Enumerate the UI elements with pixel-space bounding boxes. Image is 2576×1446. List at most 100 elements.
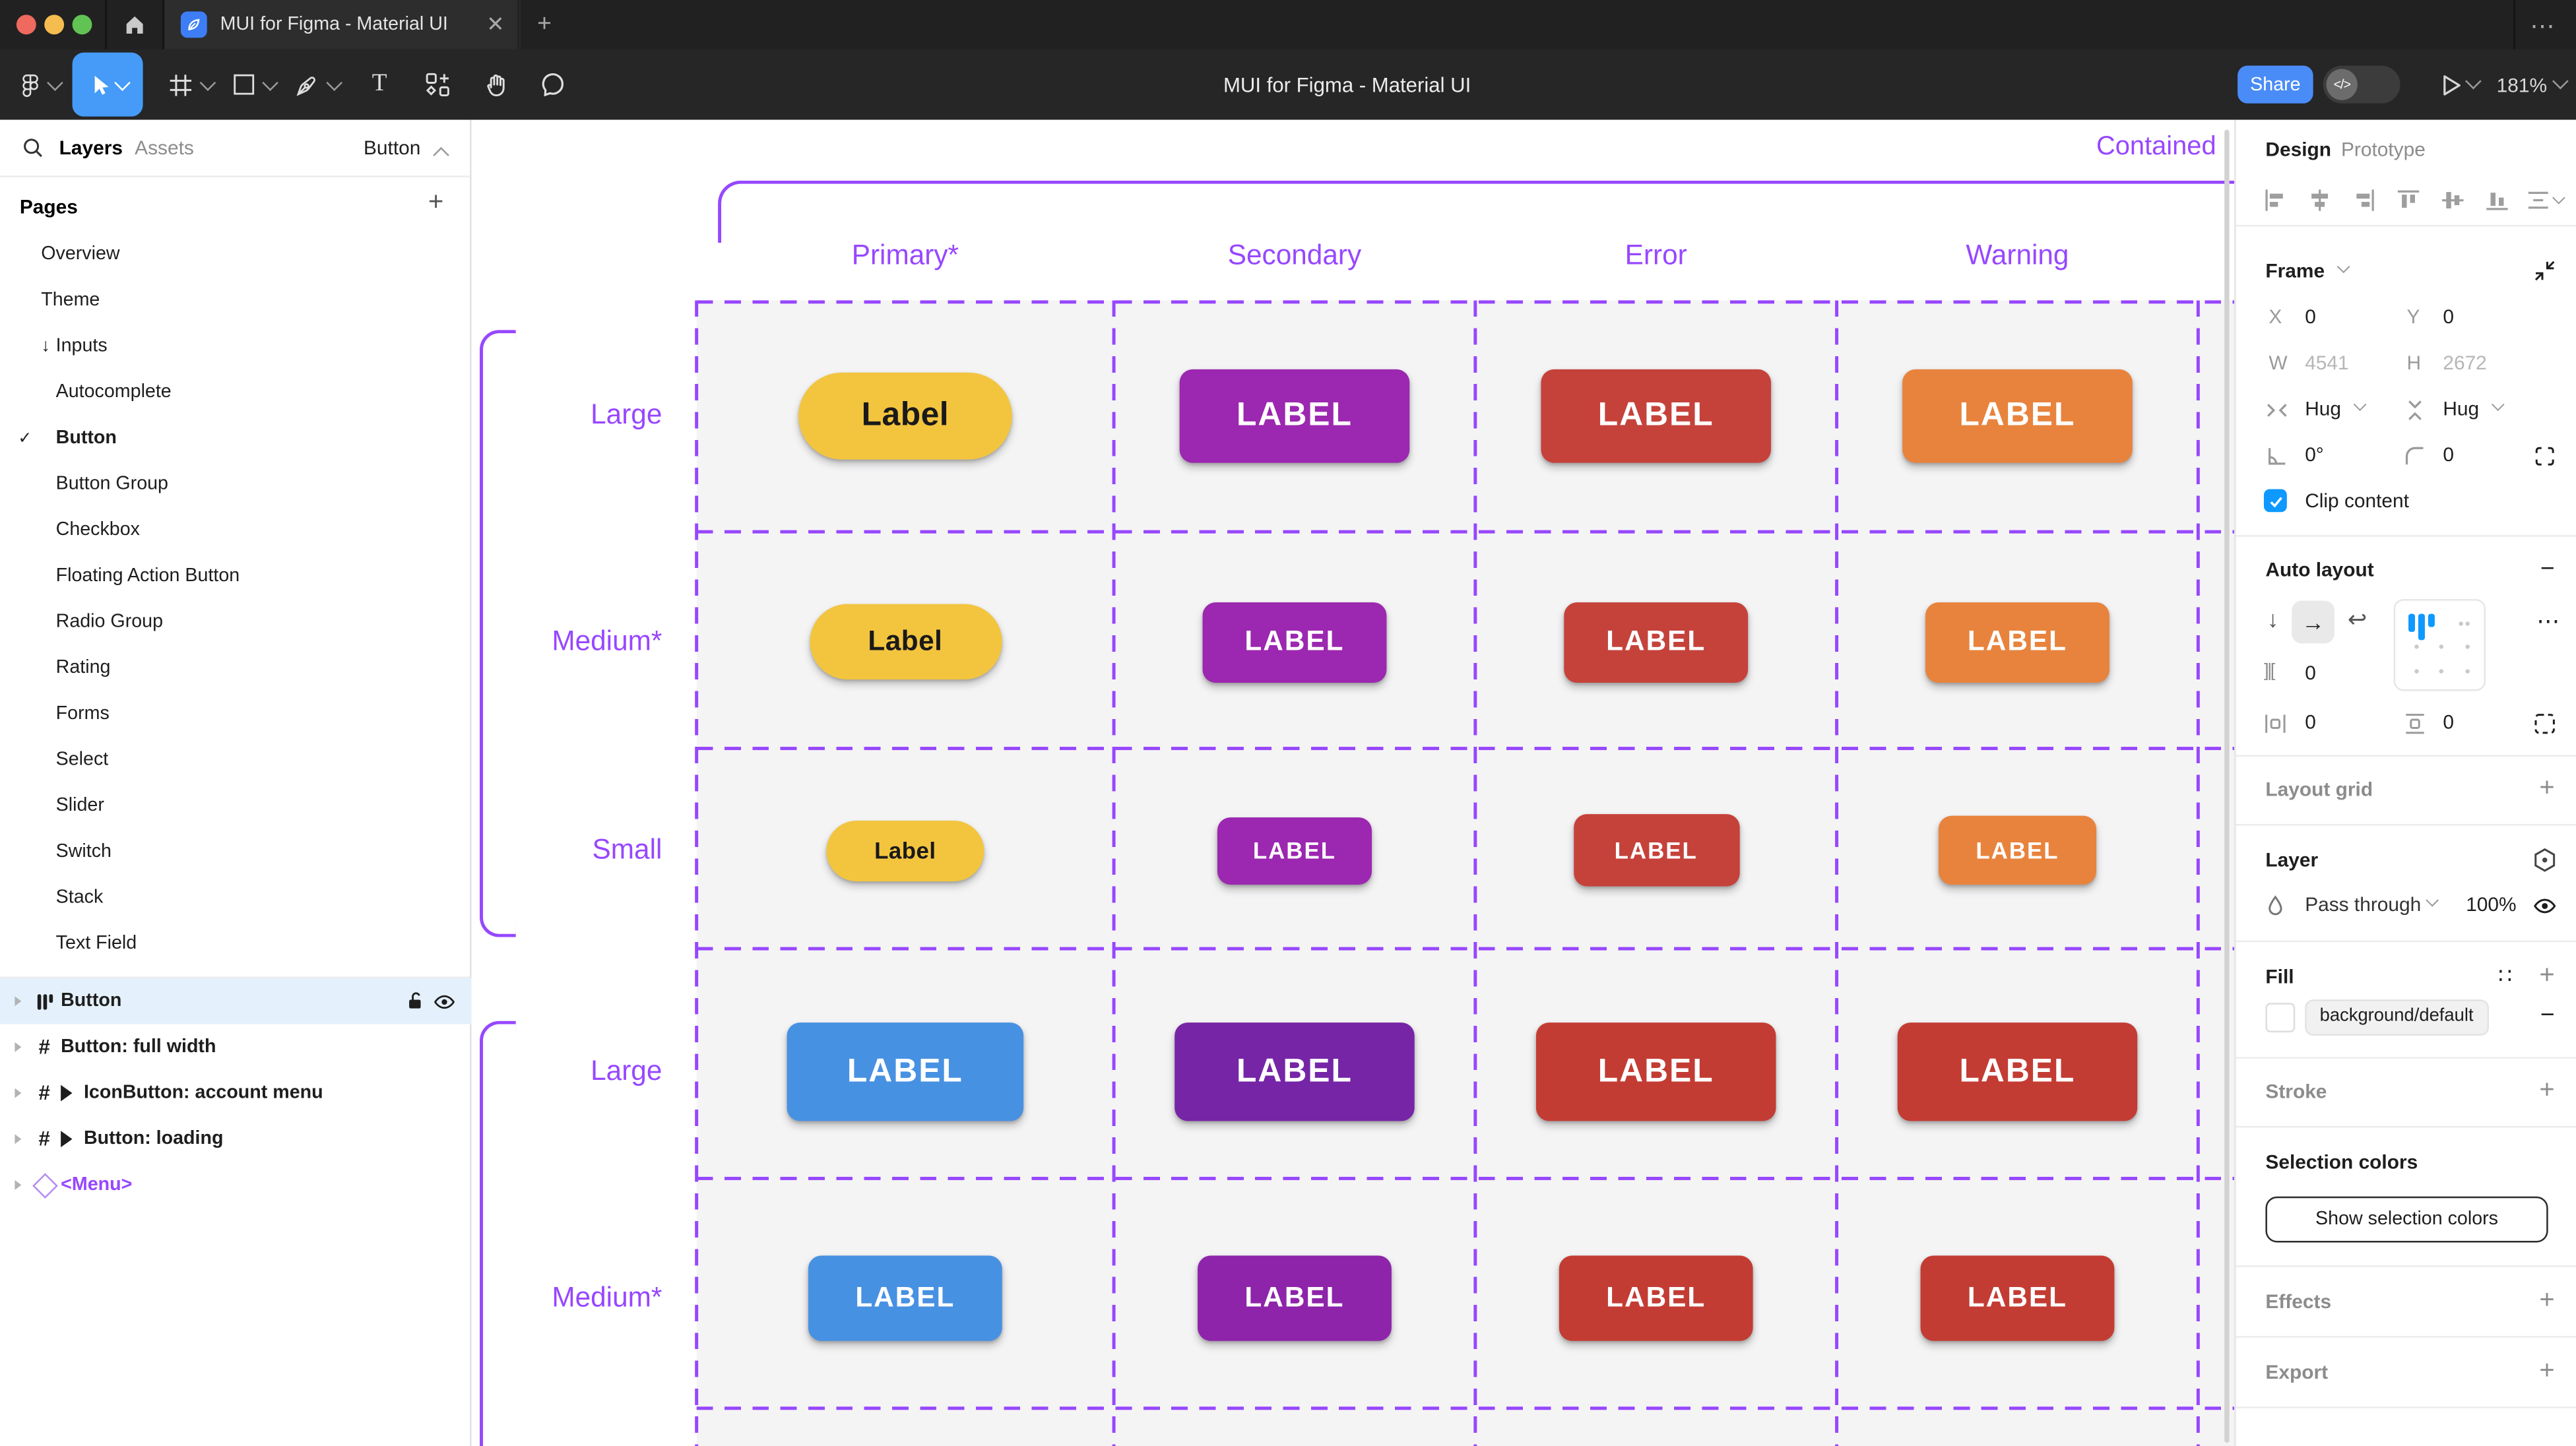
layer-item-menu[interactable]: <Menu> bbox=[0, 1162, 472, 1209]
frame-section-title[interactable]: Frame bbox=[2265, 259, 2325, 282]
chevron-right-icon[interactable] bbox=[15, 1134, 22, 1145]
new-tab-button[interactable]: + bbox=[537, 9, 552, 38]
canvas-button-2-2[interactable]: LABEL bbox=[1572, 814, 1739, 887]
fill-token[interactable]: background/default bbox=[2305, 999, 2488, 1036]
independent-padding-icon[interactable] bbox=[2532, 710, 2558, 737]
hug-vertical-value[interactable]: Hug bbox=[2443, 397, 2480, 420]
search-icon[interactable] bbox=[21, 137, 44, 168]
file-tab[interactable]: MUI for Figma - Material UI ✕ bbox=[164, 0, 518, 49]
gap-value[interactable]: 0 bbox=[2305, 661, 2316, 685]
canvas-button-0-2[interactable]: LABEL bbox=[1541, 368, 1772, 462]
height-value[interactable]: 2672 bbox=[2443, 351, 2487, 375]
add-page-button[interactable]: + bbox=[428, 189, 444, 217]
chevron-down-icon[interactable] bbox=[2465, 73, 2482, 90]
direction-vertical-icon[interactable]: ↓ bbox=[2267, 606, 2279, 632]
chevron-right-icon[interactable] bbox=[15, 1088, 22, 1098]
align-bottom-icon[interactable] bbox=[2484, 187, 2511, 214]
chevron-down-icon[interactable] bbox=[2426, 893, 2439, 907]
canvas-button-4-3[interactable]: LABEL bbox=[1920, 1255, 2115, 1341]
align-right-icon[interactable] bbox=[2351, 187, 2377, 214]
blend-mode-value[interactable]: Pass through bbox=[2305, 893, 2422, 916]
layer-item-button[interactable]: Button bbox=[0, 978, 472, 1024]
canvas-scrollbar[interactable] bbox=[2224, 129, 2229, 1443]
frame-title[interactable]: Contained bbox=[2096, 133, 2216, 161]
add-stroke-button[interactable]: + bbox=[2539, 1077, 2555, 1105]
add-layout-grid-button[interactable]: + bbox=[2539, 774, 2555, 803]
rotation-value[interactable]: 0° bbox=[2305, 443, 2324, 466]
opacity-value[interactable]: 100% bbox=[2466, 893, 2517, 916]
clip-content-checkbox[interactable] bbox=[2263, 489, 2287, 513]
hand-tool-button[interactable] bbox=[473, 49, 519, 120]
chevron-down-icon[interactable] bbox=[2552, 73, 2569, 90]
unlock-icon[interactable] bbox=[404, 990, 427, 1013]
frame-tool-button[interactable] bbox=[161, 49, 220, 120]
layer-item-iconbutton-account-menu[interactable]: #IconButton: account menu bbox=[0, 1070, 472, 1116]
canvas-button-3-3[interactable]: LABEL bbox=[1897, 1022, 2138, 1121]
chevron-right-icon[interactable] bbox=[15, 1179, 22, 1190]
page-item-radio-group[interactable]: Radio Group bbox=[0, 599, 472, 645]
corner-radius-value[interactable]: 0 bbox=[2443, 443, 2454, 466]
canvas-button-1-0[interactable]: Label bbox=[809, 604, 1002, 680]
wrap-icon[interactable]: ↩ bbox=[2347, 606, 2367, 632]
page-item-overview[interactable]: Overview bbox=[0, 232, 472, 278]
align-h-center-icon[interactable] bbox=[2307, 187, 2333, 214]
canvas-button-3-2[interactable]: LABEL bbox=[1535, 1022, 1776, 1121]
direction-horizontal-button[interactable]: → bbox=[2292, 600, 2335, 644]
pen-tool-button[interactable] bbox=[286, 49, 348, 120]
canvas-button-0-0[interactable]: Label bbox=[798, 371, 1012, 459]
main-menu-button[interactable] bbox=[13, 49, 66, 120]
layer-item-button-full-width[interactable]: #Button: full width bbox=[0, 1024, 472, 1071]
share-button[interactable]: Share bbox=[2238, 65, 2313, 104]
page-item-slider[interactable]: Slider bbox=[0, 783, 472, 829]
vertical-padding-value[interactable]: 0 bbox=[2443, 710, 2454, 734]
tab-design[interactable]: Design bbox=[2265, 137, 2332, 161]
tab-prototype[interactable]: Prototype bbox=[2340, 137, 2426, 161]
remove-auto-layout-button[interactable]: − bbox=[2540, 554, 2555, 583]
eye-icon[interactable] bbox=[2532, 893, 2558, 920]
canvas-button-1-1[interactable]: LABEL bbox=[1202, 601, 1387, 682]
chevron-down-icon[interactable] bbox=[2353, 398, 2367, 412]
canvas-button-0-3[interactable]: LABEL bbox=[1902, 368, 2133, 462]
align-left-icon[interactable] bbox=[2262, 187, 2288, 214]
collapse-icon[interactable] bbox=[2532, 258, 2558, 284]
eye-icon[interactable] bbox=[432, 990, 455, 1013]
hug-horizontal-value[interactable]: Hug bbox=[2305, 397, 2342, 420]
canvas-button-2-0[interactable]: Label bbox=[826, 819, 984, 881]
clip-content-row[interactable]: Clip content bbox=[2236, 489, 2576, 515]
page-item-forms[interactable]: Forms bbox=[0, 691, 472, 737]
window-more-button[interactable]: ⋯ bbox=[2530, 13, 2557, 42]
canvas-button-2-1[interactable]: LABEL bbox=[1217, 816, 1372, 884]
page-item-switch[interactable]: Switch bbox=[0, 829, 472, 875]
x-value[interactable]: 0 bbox=[2305, 305, 2316, 329]
comment-tool-button[interactable] bbox=[529, 49, 575, 120]
canvas-button-1-2[interactable]: LABEL bbox=[1564, 601, 1749, 682]
add-effect-button[interactable]: + bbox=[2539, 1286, 2555, 1315]
page-item-text-field[interactable]: Text Field bbox=[0, 921, 472, 967]
page-item-stack[interactable]: Stack bbox=[0, 875, 472, 921]
page-item-theme[interactable]: Theme bbox=[0, 277, 472, 323]
close-window-button[interactable] bbox=[16, 15, 36, 35]
chevron-down-icon[interactable] bbox=[2491, 398, 2505, 412]
canvas-button-1-3[interactable]: LABEL bbox=[1925, 601, 2109, 682]
chevron-down-icon[interactable] bbox=[2552, 191, 2565, 204]
home-tab-button[interactable] bbox=[121, 11, 148, 46]
chevron-up-icon[interactable] bbox=[433, 146, 449, 164]
close-tab-icon[interactable]: ✕ bbox=[486, 11, 505, 36]
canvas-button-0-1[interactable]: LABEL bbox=[1179, 368, 1410, 462]
auto-layout-more-button[interactable]: ⋯ bbox=[2536, 607, 2561, 634]
canvas-button-3-1[interactable]: LABEL bbox=[1175, 1022, 1415, 1121]
fill-styles-icon[interactable]: ∷ bbox=[2498, 963, 2512, 988]
page-item-button[interactable]: ✓Button bbox=[0, 415, 472, 461]
text-tool-button[interactable]: T bbox=[360, 49, 399, 120]
zoom-menu-button[interactable]: 181% bbox=[2494, 49, 2550, 120]
chevron-right-icon[interactable] bbox=[15, 996, 22, 1007]
distribute-icon[interactable] bbox=[2525, 187, 2552, 214]
chevron-right-icon[interactable] bbox=[15, 1042, 22, 1052]
page-selector[interactable]: Button bbox=[363, 136, 421, 160]
present-button[interactable] bbox=[2435, 49, 2468, 120]
show-selection-colors-button[interactable]: Show selection colors bbox=[2265, 1196, 2548, 1243]
y-value[interactable]: 0 bbox=[2443, 305, 2454, 329]
width-value[interactable]: 4541 bbox=[2305, 351, 2349, 375]
auto-layout-alignment-widget[interactable] bbox=[2393, 599, 2486, 691]
